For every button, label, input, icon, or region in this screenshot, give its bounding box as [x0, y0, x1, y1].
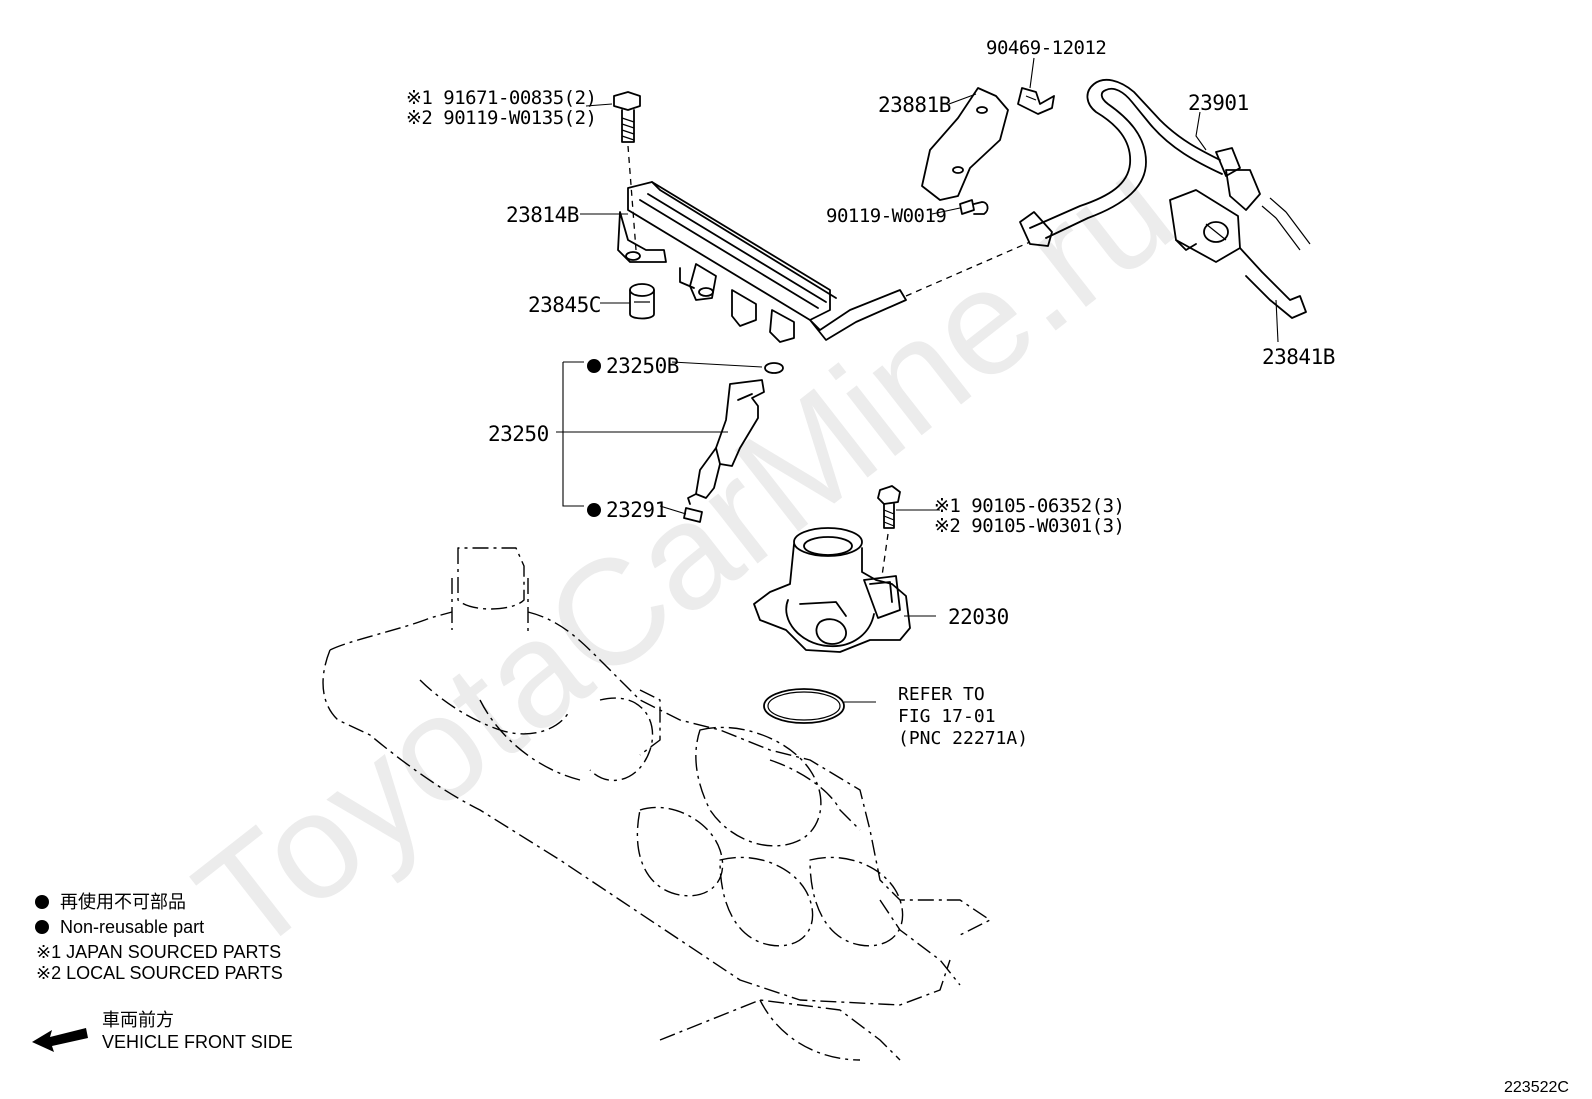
insulator-part: [629, 283, 655, 320]
refer-note-line2: FIG 17-01: [898, 706, 996, 727]
callout-fuel-hose: 23901: [1188, 91, 1249, 115]
callout-o-ring: 23250B: [606, 354, 679, 378]
leader-lines: [556, 57, 1279, 703]
callout-fuel-rail: 23814B: [506, 203, 579, 227]
callout-throttle-body: 22030: [948, 605, 1009, 629]
fuel-injector: [687, 379, 765, 505]
legend-non-reusable-en: Non-reusable part: [60, 917, 204, 937]
connector-part: [1169, 189, 1307, 319]
figure-id: 223522C: [1504, 1079, 1569, 1096]
refer-note-line1: REFER TO: [898, 684, 985, 705]
bolt-dash-line: [627, 145, 637, 251]
fuel-rail-bolt: [613, 91, 641, 143]
legend-front-jp: 車両前方: [102, 1010, 174, 1030]
fuel-rail: [617, 181, 907, 343]
bracket-bolt: [959, 199, 989, 215]
non-reusable-dot-o-ring: [587, 359, 601, 373]
callout-bracket: 23881B: [878, 93, 951, 117]
callout-bolt-throttle-jp: ※1 90105-06352(3): [934, 495, 1124, 517]
legend-dot-jp: [35, 895, 49, 909]
clip-part: [1017, 87, 1055, 115]
rail-to-hose-dash: [905, 241, 1031, 297]
legend-japan-sourced: ※1 JAPAN SOURCED PARTS: [36, 942, 281, 962]
callout-insulator: 23845C: [528, 293, 601, 317]
intake-manifold-outline: [322, 547, 991, 1061]
legend-front-en: VEHICLE FRONT SIDE: [102, 1032, 293, 1052]
legend: 再使用不可部品 Non-reusable part ※1 JAPAN SOURC…: [32, 892, 293, 1052]
watermark: ToyotaCarMine.ru: [166, 124, 1202, 985]
refer-note-line3: (PNC 22271A): [898, 728, 1028, 749]
callout-connector: 23841B: [1262, 345, 1335, 369]
injector-o-ring: [764, 362, 784, 374]
throttle-bolt-dash: [881, 533, 889, 577]
bracket-part: [921, 87, 1009, 201]
fuel-hose: [1019, 78, 1311, 251]
callout-bolt-rail-jp: ※1 91671-00835(2): [406, 87, 596, 109]
callout-clip: 90469-12012: [986, 37, 1106, 59]
throttle-body: [753, 527, 911, 653]
callout-bracket-bolt: 90119-W0019: [826, 205, 946, 227]
injector-seal: [683, 507, 703, 523]
front-direction-arrow-icon: [32, 1028, 88, 1052]
throttle-bolt: [877, 485, 901, 529]
legend-local-sourced: ※2 LOCAL SOURCED PARTS: [36, 963, 283, 983]
callout-injector-seal: 23291: [606, 498, 667, 522]
callout-bolt-rail-local: ※2 90119-W0135(2): [406, 107, 596, 129]
callout-injector-set: 23250: [488, 422, 549, 446]
non-reusable-dot-seal: [587, 503, 601, 517]
callout-bolt-throttle-local: ※2 90105-W0301(3): [934, 515, 1124, 537]
throttle-gasket: [763, 688, 845, 724]
legend-non-reusable-jp: 再使用不可部品: [60, 892, 186, 912]
legend-dot-en: [35, 920, 49, 934]
